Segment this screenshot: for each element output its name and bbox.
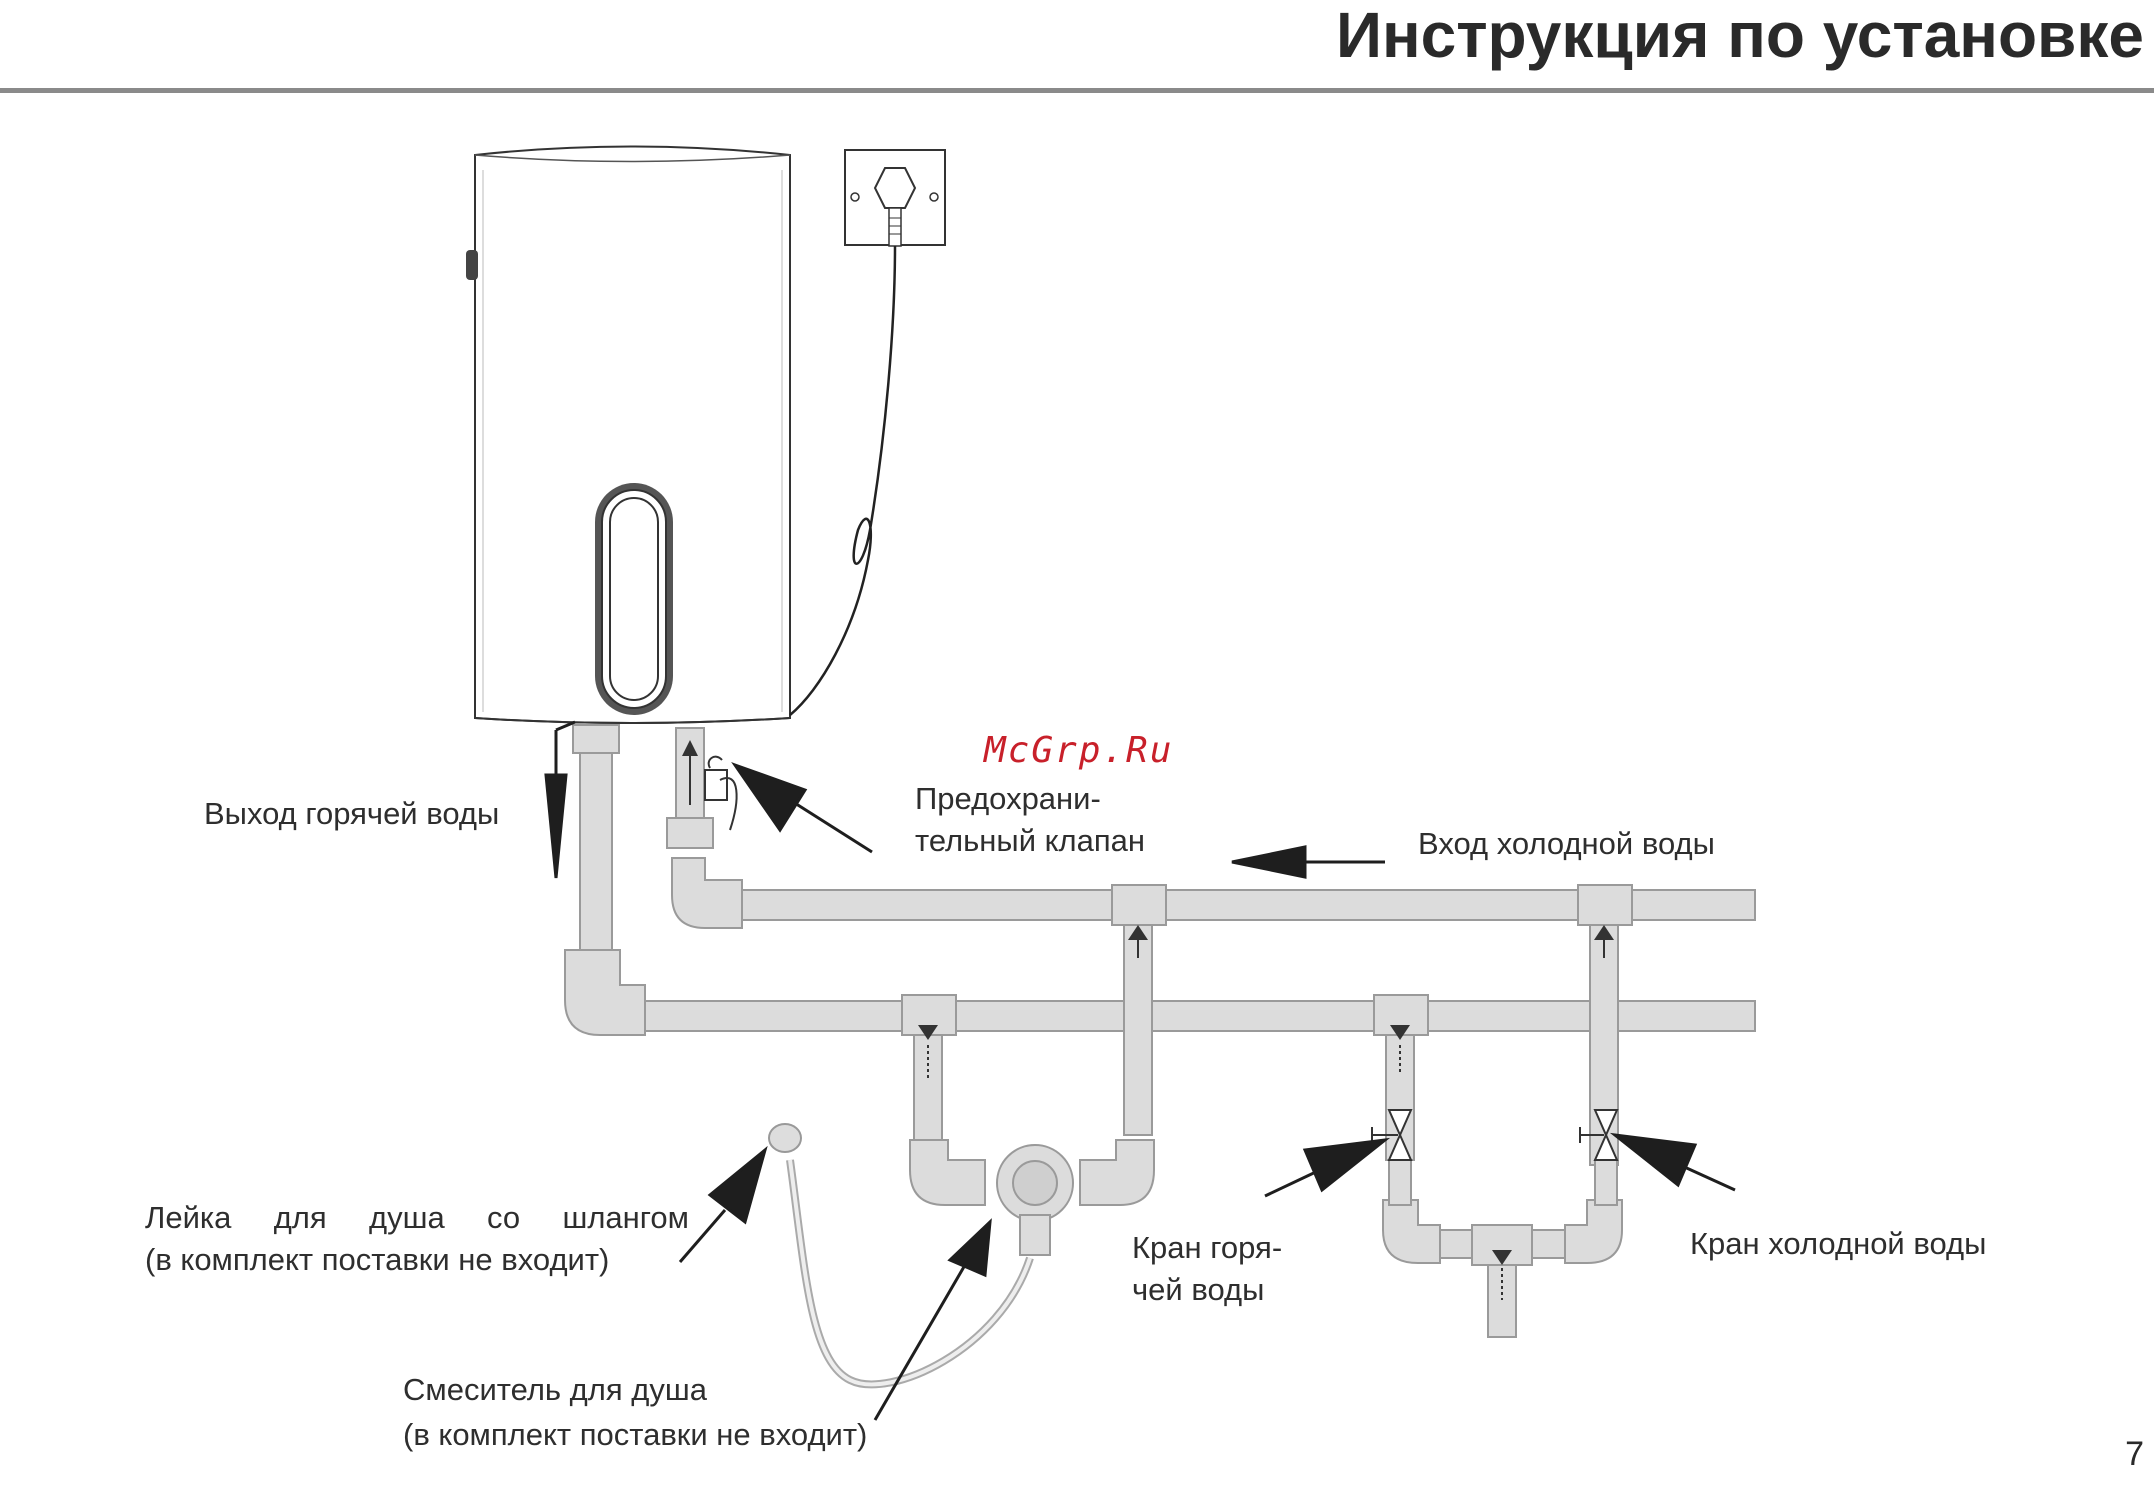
label-shower-head-2: (в комплект поставки не входит) xyxy=(145,1238,609,1282)
shower-head-word: душа xyxy=(369,1196,445,1240)
power-cable xyxy=(790,246,895,715)
label-mixer-2: (в комплект поставки не входит) xyxy=(403,1413,867,1457)
label-hot-outlet: Выход горячей воды xyxy=(204,792,499,836)
watermark: McGrp.Ru xyxy=(984,730,1173,771)
shower-mixer-icon xyxy=(997,1145,1073,1255)
label-shower-head-1: Лейка для душа со шлангом xyxy=(145,1196,689,1240)
shower-head-word: со xyxy=(487,1196,520,1240)
water-heater-tank xyxy=(466,147,790,724)
shower-head-word: шлангом xyxy=(562,1196,689,1240)
label-mixer-1: Смеситель для душа xyxy=(403,1368,707,1412)
shower-head-word: Лейка xyxy=(145,1196,231,1240)
label-cold-tap: Кран холодной воды xyxy=(1690,1222,1986,1266)
label-safety-valve-2: тельный клапан xyxy=(915,819,1145,863)
label-hot-tap-2: чей воды xyxy=(1132,1268,1264,1312)
shower-head-icon xyxy=(769,1124,1030,1384)
label-cold-inlet: Вход холодной воды xyxy=(1418,822,1715,866)
power-socket-icon xyxy=(845,150,945,246)
page-number: 7 xyxy=(2125,1435,2144,1474)
label-hot-tap-1: Кран горя- xyxy=(1132,1226,1282,1270)
shower-head-word: для xyxy=(274,1196,327,1240)
label-safety-valve-1: Предохрани- xyxy=(915,777,1101,821)
